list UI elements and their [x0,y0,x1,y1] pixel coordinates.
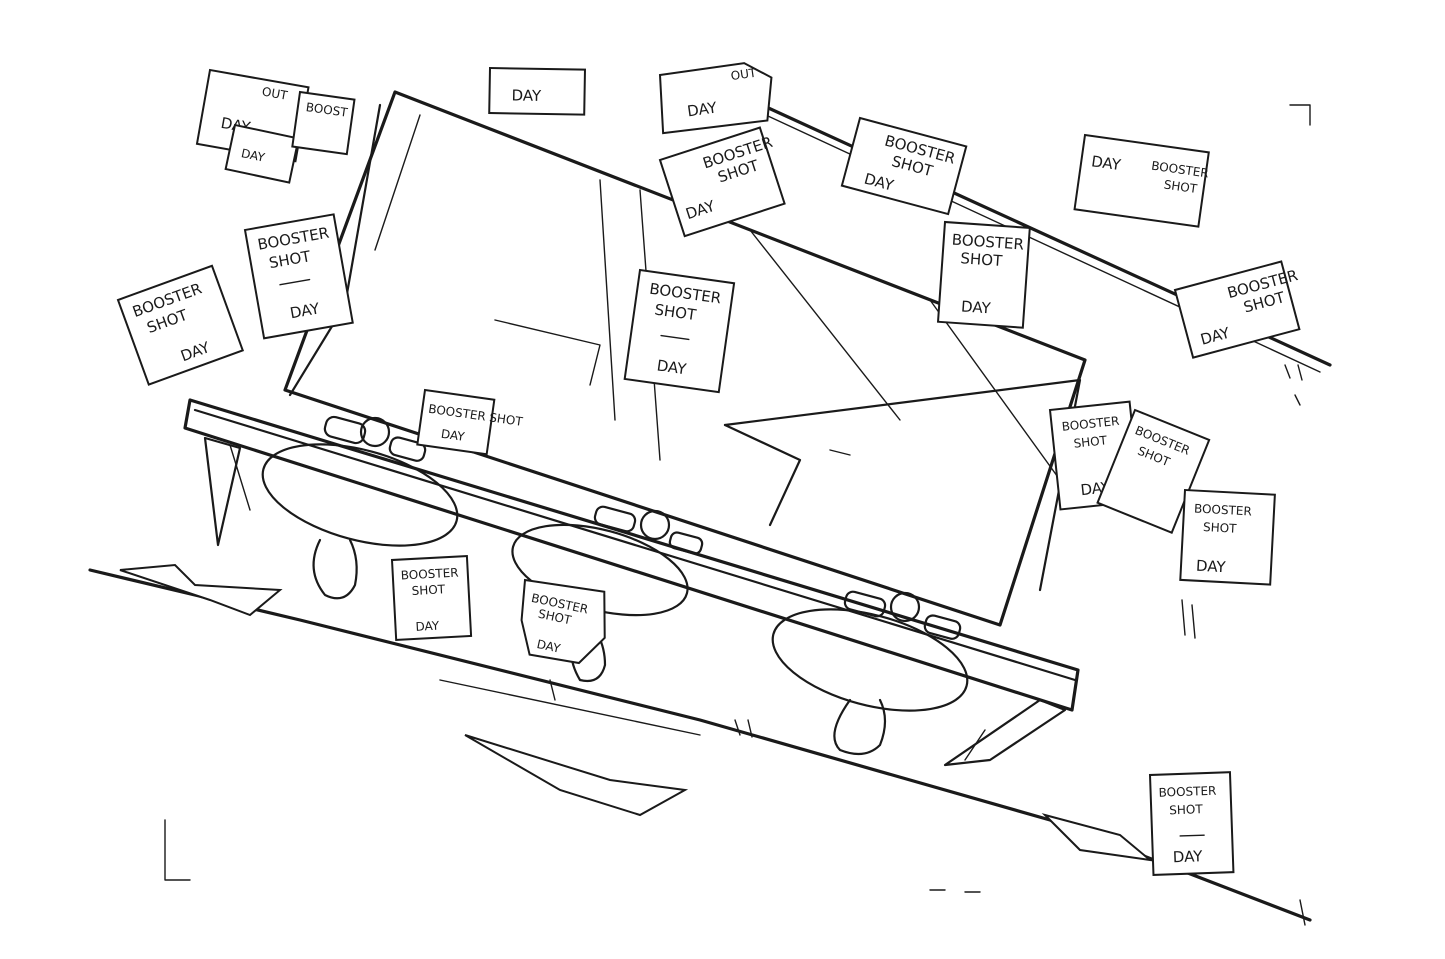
floor-paper-center [464,734,689,817]
flyer-12: BOOSTER SHOT DAY [1148,771,1235,876]
svg-text:DAY: DAY [1173,847,1204,866]
svg-text:SHOT: SHOT [1203,520,1238,536]
svg-text:SHOT: SHOT [1169,802,1204,817]
svg-text:SHOT: SHOT [653,301,698,325]
flyer-day-top-right: OUT DAY [658,62,773,135]
svg-text:SHOT: SHOT [411,582,446,598]
faucet-left [323,415,427,462]
wall-edge-upper [738,93,1332,406]
svg-text:DAY: DAY [961,297,993,317]
svg-text:BOOSTER: BOOSTER [400,566,458,583]
svg-text:DAY: DAY [289,299,322,322]
svg-text:OUT: OUT [261,84,289,102]
svg-text:DAY: DAY [536,637,563,656]
flyer-6: BOOSTER SHOT DAY [840,116,968,216]
svg-text:BOOSTER: BOOSTER [951,231,1024,254]
svg-text:OUT: OUT [730,66,758,84]
svg-text:DAY: DAY [656,356,689,378]
svg-text:DAY: DAY [1090,152,1123,174]
flyer-day-top-left-2: DAY [224,123,300,184]
flyer-day-top-center: DAY [488,66,587,116]
countertop [183,398,1080,767]
svg-text:SHOT: SHOT [1163,178,1199,197]
svg-text:DAY: DAY [440,427,466,444]
flyer-8: BOOSTER SHOT DAY [1173,260,1301,359]
flyer-13: BOOSTER SHOT DAY [390,555,473,641]
flyer-14-torn: BOOSTER SHOT DAY [520,578,606,665]
sink-right [771,608,969,756]
flyer-11: BOOSTER SHOT DAY [1179,488,1276,586]
flyer-1: BOOSTER SHOT DAY [243,213,354,340]
svg-text:DAY: DAY [415,619,440,634]
flyer-7: DAY BOOSTER SHOT [1073,133,1210,228]
svg-text:DAY: DAY [511,86,542,105]
faucet-right [843,590,962,640]
svg-text:BOOSTER: BOOSTER [1061,414,1120,434]
flyer-5: BOOSTER SHOT DAY [936,220,1031,329]
svg-text:DAY: DAY [686,98,719,120]
svg-text:SHOT: SHOT [1073,433,1108,450]
floor-paper-left [119,563,283,617]
svg-text:DAY: DAY [1196,557,1227,577]
svg-text:BOOST: BOOST [305,100,349,120]
floor-paper-right [1041,813,1154,862]
flyer-3: BOOSTER SHOT DAY [623,268,736,394]
flyer-boost-side: BOOST [291,90,356,156]
svg-text:BOOSTER: BOOSTER [1158,784,1216,800]
svg-text:BOOSTER: BOOSTER [1194,502,1252,519]
flyer-10: BOOSTER SHOT [1096,408,1211,534]
svg-text:SHOT: SHOT [960,249,1004,270]
svg-text:DAY: DAY [240,146,267,165]
flyer-2: BOOSTER SHOT DAY [116,264,245,386]
faucet-middle [593,505,704,555]
flyer-mirrored: BOOSTER SHOT DAY [416,388,524,456]
sink-left [261,443,459,600]
flyer-4: BOOSTER SHOT DAY [658,126,786,238]
svg-text:SHOT: SHOT [537,607,573,628]
